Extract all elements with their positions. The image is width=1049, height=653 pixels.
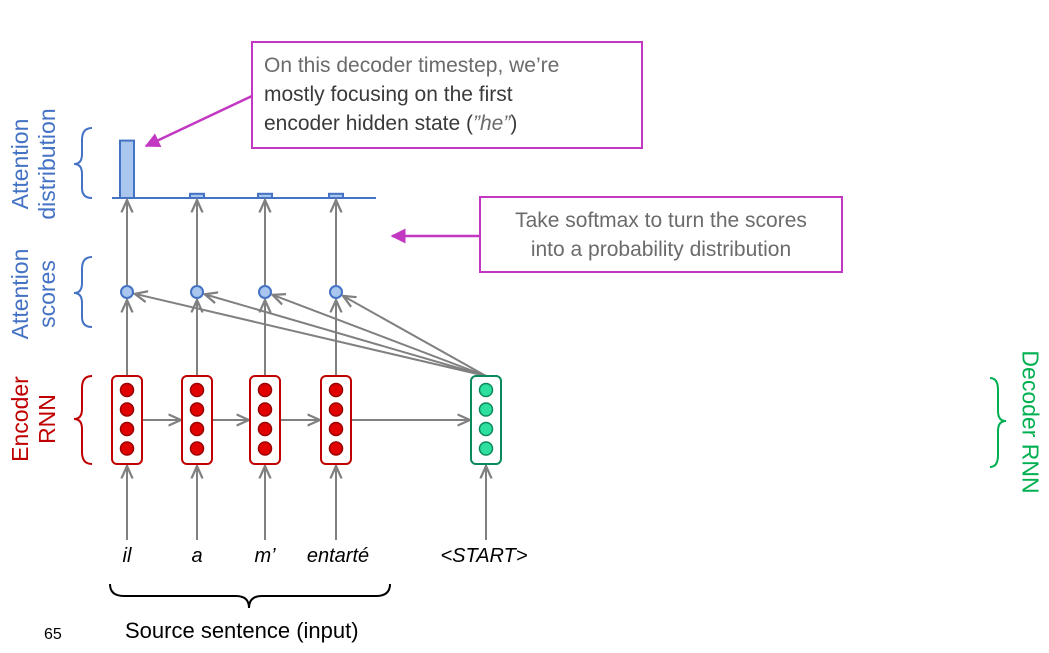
encoder-unit-2-2 [257, 421, 273, 437]
label-encoder-rnn: Encoder RNN [7, 376, 61, 462]
encoder-unit-2-1 [257, 402, 273, 417]
label-attention-scores-line2: scores [34, 260, 60, 328]
encoder-unit-2-3 [257, 441, 273, 456]
source-word-2: m’ [254, 545, 276, 567]
attention-bar-2 [257, 192, 273, 200]
callout-softmax-line1: Take softmax to turn the scores [515, 209, 807, 232]
callout-focus-arrow [144, 94, 253, 148]
callout-focus-he: ”he” [472, 112, 511, 135]
callout-focus-line3-prefix: encoder hidden state ( [264, 112, 473, 135]
brace-source-sentence [109, 583, 391, 609]
attention-bar-3 [328, 192, 344, 200]
label-encoder-rnn-line1: Encoder [7, 376, 33, 462]
encoder-cell-1 [181, 375, 213, 465]
decoder-to-score-arrow-1 [205, 294, 487, 377]
attention-bar-0 [119, 139, 135, 200]
label-encoder-rnn-line2: RNN [34, 394, 60, 444]
page-number: 65 [44, 626, 62, 643]
label-attention-distribution-line2: distribution [34, 108, 60, 220]
label-attention-distribution: Attention distribution [7, 108, 61, 219]
attention-bar-1 [189, 192, 205, 200]
encoder-unit-3-3 [328, 441, 344, 456]
encoder-unit-0-1 [119, 402, 135, 417]
brace-attention-distribution [73, 127, 93, 199]
encoder-unit-0-3 [119, 441, 135, 456]
attention-score-node-3 [329, 285, 343, 299]
attention-score-node-2 [258, 285, 272, 299]
label-attention-scores-line1: Attention [7, 248, 33, 340]
label-attention-scores: Attention scores [7, 249, 61, 340]
callout-softmax-line2: into a probability distribution [530, 238, 792, 261]
encoder-cell-3 [320, 375, 352, 465]
encoder-cell-0 [111, 375, 143, 465]
callout-focus: On this decoder timestep, we’re mostly f… [251, 41, 643, 149]
callout-softmax: Take softmax to turn the scores into a p… [479, 196, 843, 273]
brace-encoder-rnn [73, 375, 93, 465]
decoder-input-word: <START> [440, 545, 528, 567]
decoder-unit-2 [478, 421, 494, 437]
decoder-to-score-arrow-2 [272, 295, 487, 377]
encoder-unit-1-0 [189, 382, 205, 398]
encoder-unit-3-0 [328, 382, 344, 398]
encoder-unit-1-1 [189, 402, 205, 417]
callout-focus-line3: encoder hidden state (”he”) [264, 109, 641, 138]
decoder-cell [470, 375, 502, 465]
label-decoder-rnn: Decoder RNN [1017, 350, 1044, 494]
attention-score-node-0 [120, 285, 134, 299]
source-word-3: entarté [306, 545, 370, 567]
encoder-unit-3-1 [328, 402, 344, 417]
decoder-unit-1 [478, 402, 494, 417]
decoder-unit-0 [478, 382, 494, 398]
encoder-cell-2 [249, 375, 281, 465]
encoder-unit-1-2 [189, 421, 205, 437]
encoder-unit-2-0 [257, 382, 273, 398]
source-sentence-caption: Source sentence (input) [125, 618, 359, 643]
encoder-unit-0-2 [119, 421, 135, 437]
callout-focus-line1: On this decoder timestep, we’re [264, 54, 560, 77]
decoder-unit-3 [478, 441, 494, 456]
brace-decoder-rnn [989, 377, 1007, 468]
source-word-0: il [122, 545, 132, 567]
encoder-unit-0-0 [119, 382, 135, 398]
label-attention-distribution-line1: Attention [7, 118, 33, 210]
decoder-to-score-arrow-3 [343, 296, 487, 377]
source-word-1: a [191, 545, 203, 567]
callout-focus-line2: mostly focusing on the first [264, 83, 513, 106]
decoder-to-score-arrow-0 [135, 294, 487, 377]
encoder-unit-3-2 [328, 421, 344, 437]
callout-focus-line3-suffix: ) [510, 112, 518, 135]
attention-score-node-1 [190, 285, 204, 299]
encoder-unit-1-3 [189, 441, 205, 456]
brace-attention-scores [73, 256, 93, 328]
